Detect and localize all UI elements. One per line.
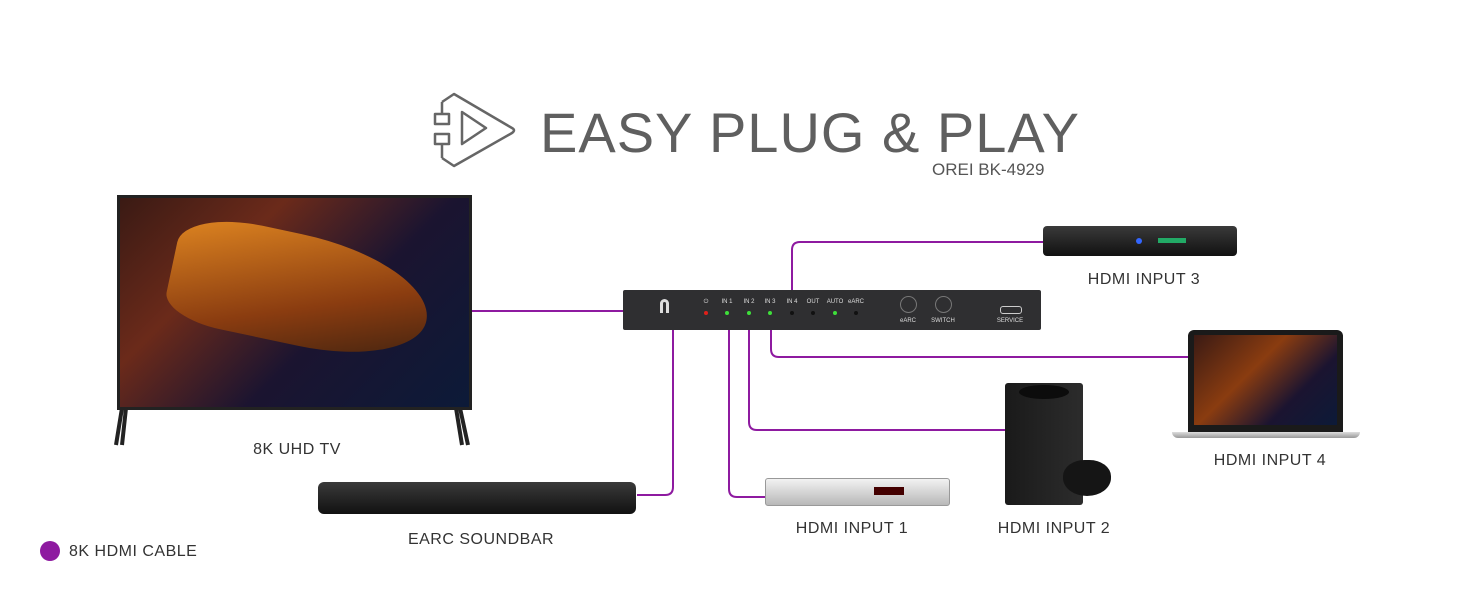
cable-input3 (791, 241, 1045, 290)
console-vent (1019, 385, 1069, 399)
input4-label: HDMI INPUT 4 (1213, 452, 1327, 469)
laptop-screen (1194, 335, 1337, 425)
switch-button[interactable] (935, 296, 952, 313)
dvd-display (874, 487, 904, 495)
soundbar-label: EARC SOUNDBAR (407, 531, 555, 548)
in3-led (768, 311, 772, 315)
laptop-image (1188, 330, 1343, 432)
controller-image (1063, 460, 1111, 496)
indicator-label: IN 1 (721, 299, 733, 305)
legend-label: 8K HDMI CABLE (69, 543, 198, 560)
bluray-display (1158, 238, 1186, 243)
indicator-label: ⏻ (703, 299, 709, 305)
cable-soundbar (637, 330, 674, 496)
indicator-label: AUTO (826, 299, 844, 305)
bluray-player-image (1043, 226, 1237, 256)
indicator-label: IN 3 (764, 299, 776, 305)
earc-led (854, 311, 858, 315)
model-number: OREI BK-4929 (932, 160, 1045, 179)
auto-led (833, 311, 837, 315)
indicator-label: IN 4 (786, 299, 798, 305)
indicator-label: OUT (806, 299, 820, 305)
usb-c-port-icon (1000, 306, 1022, 314)
tv-label: 8K UHD TV (253, 441, 341, 458)
laptop-base (1172, 432, 1360, 438)
switch-button-label: SWITCH (931, 318, 955, 324)
page-title: EASY PLUG & PLAY (540, 101, 1080, 164)
indicator-label: IN 2 (743, 299, 755, 305)
hdmi-switch: ⏻ IN 1 IN 2 IN 3 IN 4 OUT AUTO eARC eARC… (623, 290, 1041, 330)
earc-button[interactable] (900, 296, 917, 313)
power-led (704, 311, 708, 315)
brand-logo (660, 299, 669, 313)
input1-label: HDMI INPUT 1 (795, 520, 909, 537)
plug-play-icon (433, 92, 516, 168)
earc-button-label: eARC (899, 318, 917, 324)
cable-input4 (770, 330, 1190, 358)
in1-led (725, 311, 729, 315)
indicator-label: eARC (847, 299, 865, 305)
in2-led (747, 311, 751, 315)
bluray-power-led (1136, 238, 1142, 244)
input2-label: HDMI INPUT 2 (997, 520, 1111, 537)
soundbar-image (318, 482, 636, 514)
cable-input1 (728, 330, 765, 498)
out-led (811, 311, 815, 315)
cable-input2 (748, 330, 1005, 431)
legend-swatch (40, 541, 60, 561)
in4-led (790, 311, 794, 315)
service-port-label: SERVICE (996, 318, 1024, 324)
input3-label: HDMI INPUT 3 (1087, 271, 1201, 288)
dvd-player-image (765, 478, 950, 506)
tv-stand (114, 407, 470, 446)
